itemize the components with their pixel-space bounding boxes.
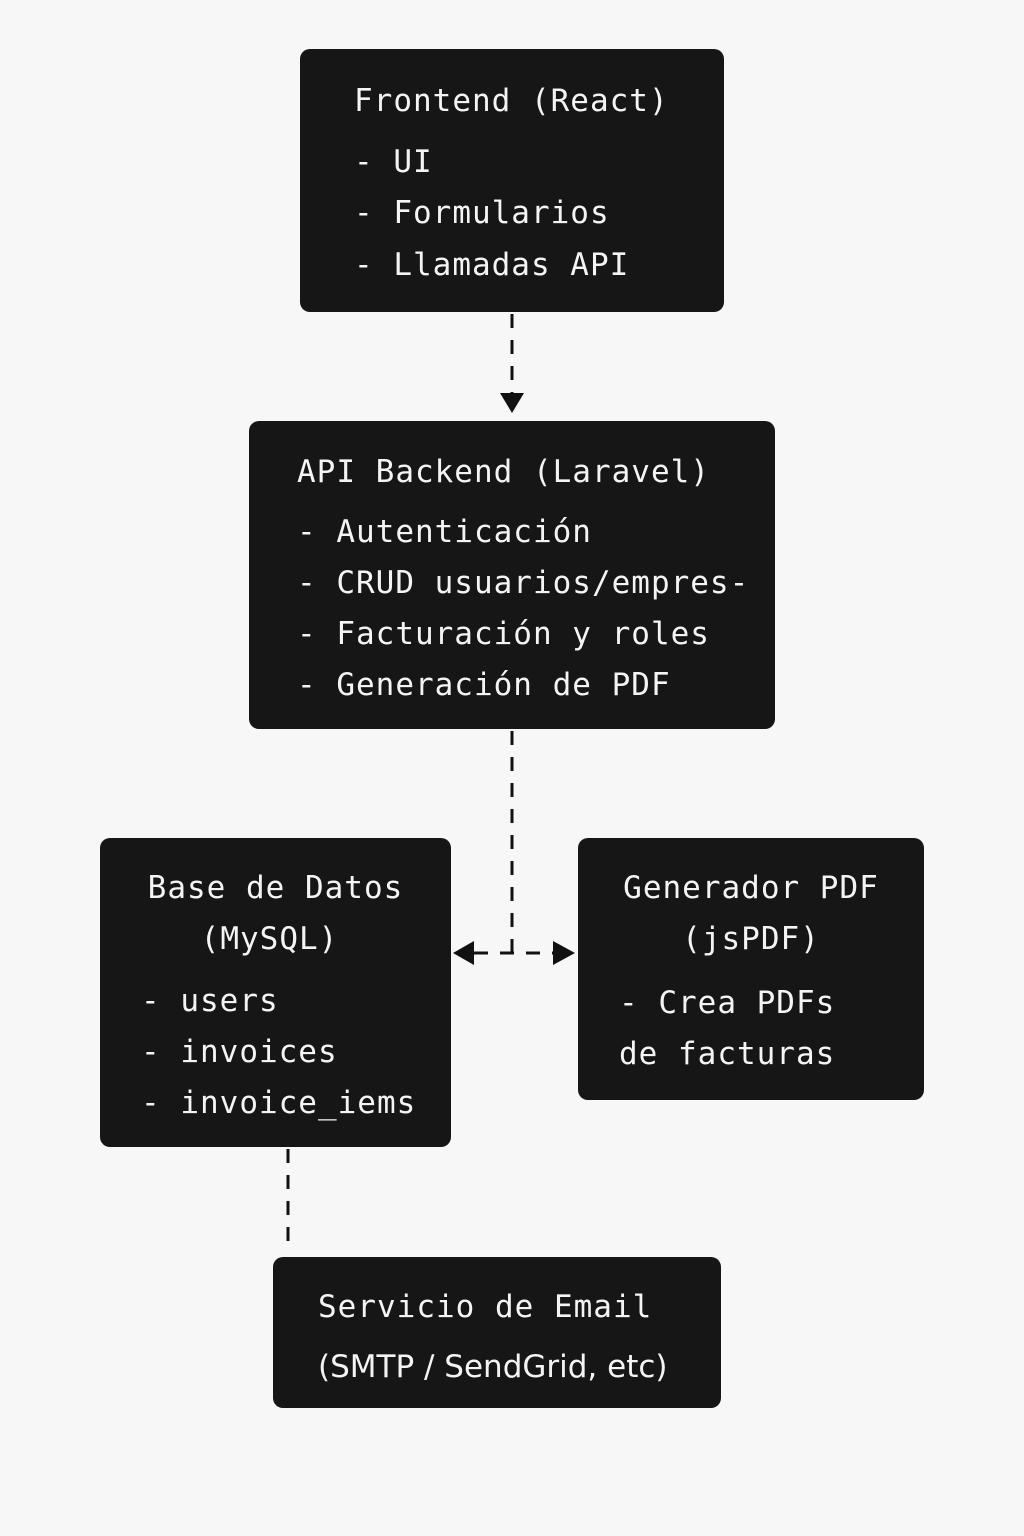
arrowhead-to-pdf-generator — [553, 941, 575, 965]
backend-item: - CRUD usuarios/empres- — [297, 565, 750, 601]
arrowhead-to-backend — [500, 393, 524, 413]
email-service-node: Servicio de Email (SMTP / SendGrid, etc) — [273, 1257, 721, 1408]
database-item: - invoices — [141, 1034, 338, 1070]
backend-item: - Facturación y roles — [297, 616, 710, 652]
database-node: Base de Datos (MySQL) - users - invoices… — [100, 838, 451, 1147]
database-item: - invoice_iems — [141, 1085, 417, 1121]
backend-node: API Backend (Laravel) - Autenticación - … — [249, 421, 775, 729]
arrowhead-to-database — [453, 941, 474, 965]
pdf-generator-item: - Crea PDFs — [619, 985, 836, 1021]
email-service-subtitle: (SMTP / SendGrid, etc) — [318, 1349, 668, 1385]
frontend-node: Frontend (React) - UI - Formularios - Ll… — [300, 49, 724, 312]
database-subtitle: (MySQL) — [200, 921, 339, 957]
email-service-title: Servicio de Email — [318, 1289, 653, 1325]
frontend-item: - Llamadas API — [354, 247, 630, 283]
frontend-item: - UI — [354, 144, 433, 180]
pdf-generator-item: de facturas — [619, 1036, 836, 1072]
pdf-generator-node: Generador PDF (jsPDF) - Crea PDFs de fac… — [578, 838, 924, 1100]
database-title: Base de Datos — [147, 870, 404, 906]
backend-item: - Autenticación — [297, 514, 592, 550]
backend-title: API Backend (Laravel) — [297, 454, 710, 490]
database-item: - users — [141, 983, 279, 1019]
frontend-item: - Formularios — [354, 195, 610, 231]
backend-item: - Generación de PDF — [297, 667, 671, 703]
pdf-generator-title: Generador PDF — [623, 870, 879, 906]
pdf-generator-subtitle: (jsPDF) — [682, 921, 820, 957]
frontend-title: Frontend (React) — [354, 83, 669, 119]
